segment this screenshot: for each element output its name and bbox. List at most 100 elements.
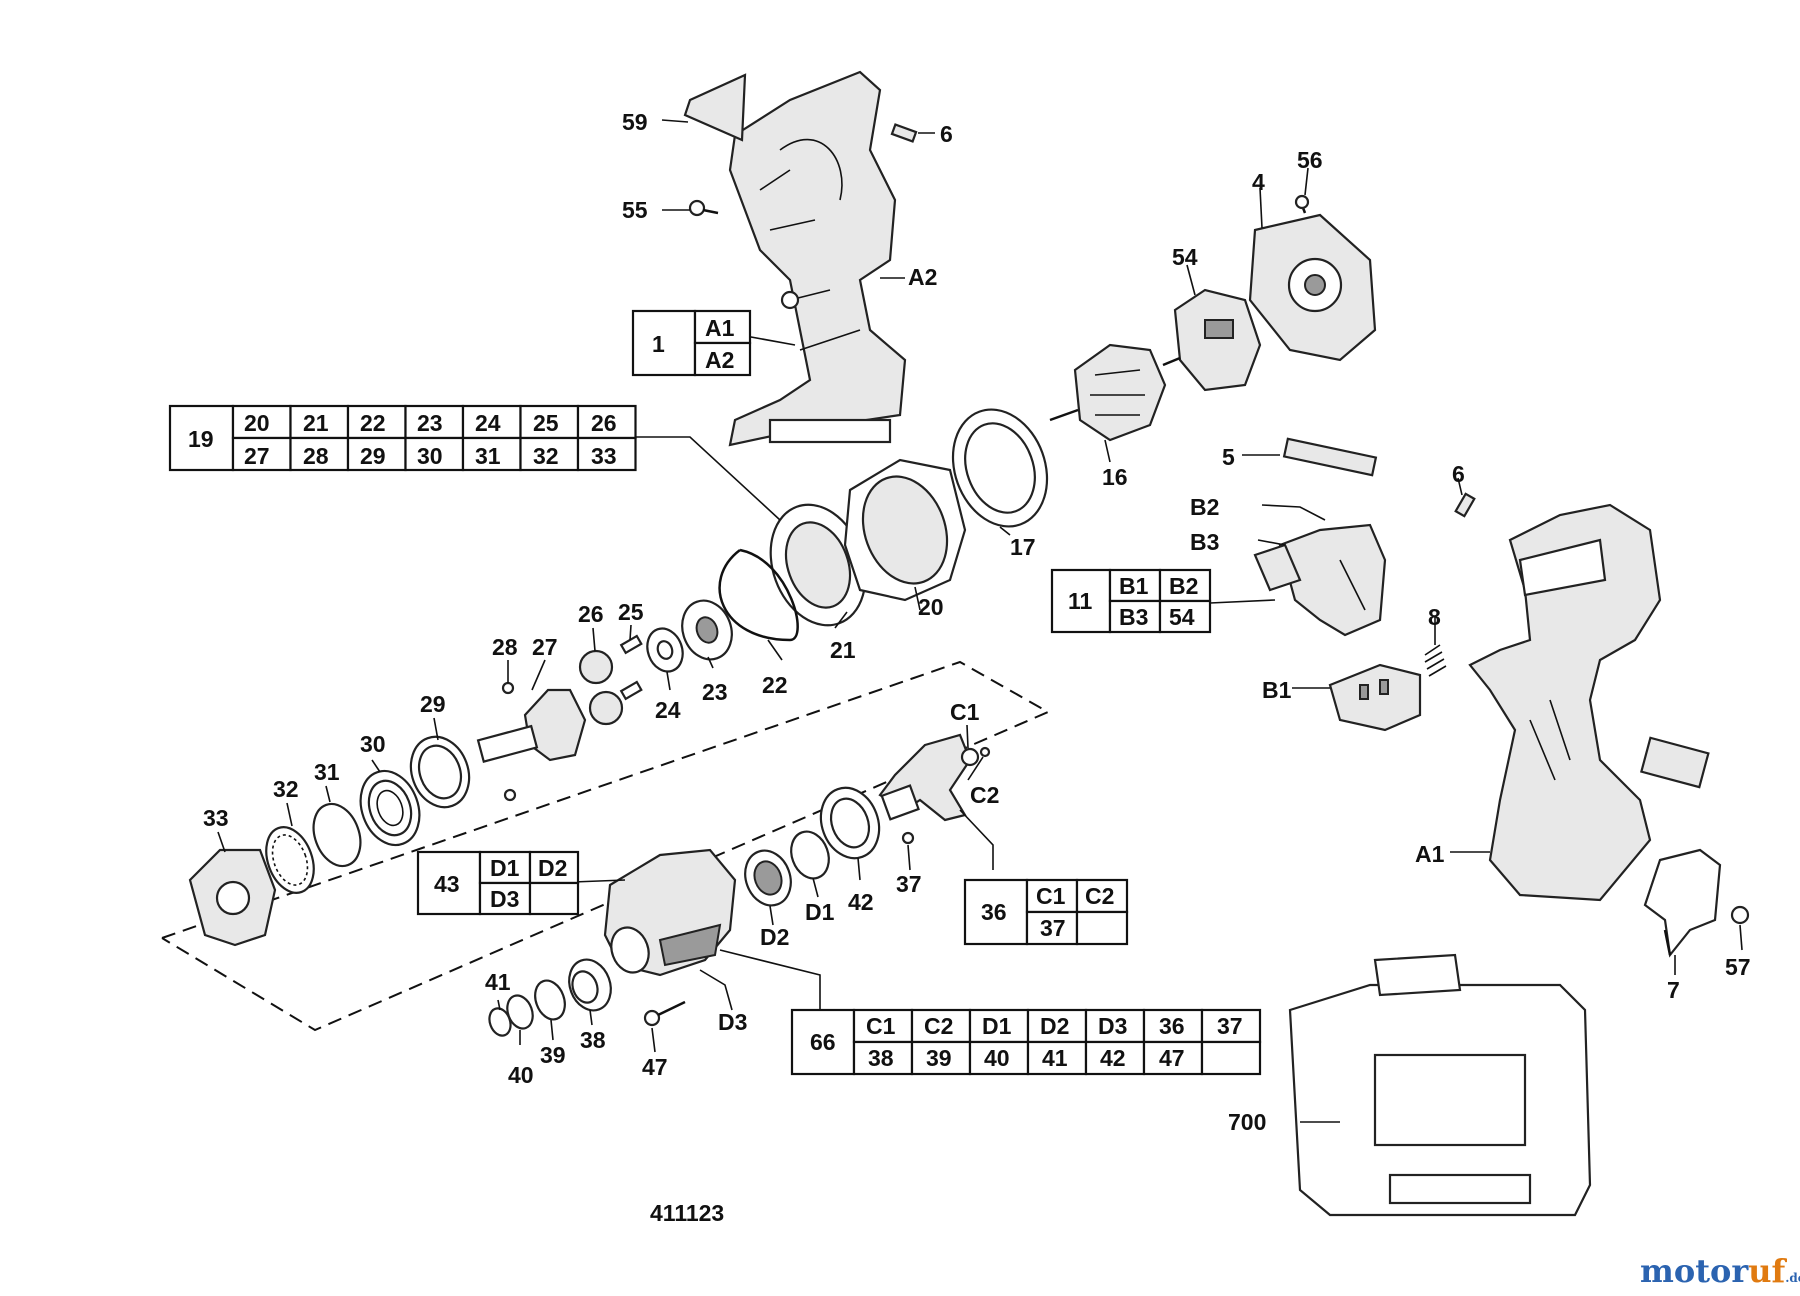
drawing-number: 411123 — [650, 1200, 725, 1226]
callout-c1: C1 — [950, 699, 980, 725]
table-66-cell: 47 — [1159, 1045, 1185, 1071]
battery-terminal-b1 — [1328, 663, 1422, 732]
table-cell-border — [519, 404, 580, 440]
callout-32: 32 — [273, 776, 299, 802]
callout-30: 30 — [360, 731, 386, 757]
table-66-cell: D2 — [1040, 1013, 1069, 1039]
table-cell-border — [289, 436, 350, 472]
callout-6-right: 6 — [1452, 461, 1465, 487]
table-cell-border — [1026, 1040, 1088, 1076]
belt-clip-7 — [1643, 848, 1722, 958]
carrier-27 — [476, 688, 587, 763]
callout-27: 27 — [532, 634, 558, 660]
callout-22: 22 — [762, 672, 788, 698]
callout-4: 4 — [1252, 169, 1265, 195]
callouts: 59 6 55 A2 4 56 54 16 17 5 6 B2 B3 8 B1 … — [203, 109, 1751, 1135]
table-1-cell: A2 — [705, 347, 734, 373]
table-19-cell: 21 — [303, 410, 329, 436]
watermark-accent: uf — [1748, 1252, 1786, 1290]
screw-56 — [1294, 194, 1310, 214]
callout-b1: B1 — [1262, 677, 1292, 703]
table-1-label: 1 — [652, 331, 665, 357]
table-cell-border — [1084, 1040, 1146, 1076]
table-19-cell: 26 — [591, 410, 617, 436]
table-43-label: 43 — [434, 871, 460, 897]
callout-47: 47 — [642, 1054, 668, 1080]
slider-5 — [1282, 437, 1378, 477]
callout-20: 20 — [918, 594, 944, 620]
pin-6-right — [1454, 492, 1476, 518]
table-36-cell: C2 — [1085, 883, 1114, 909]
table-cell-border — [346, 436, 407, 472]
gear-case-43 — [603, 848, 737, 977]
table-cell-border — [231, 436, 292, 472]
pin-6-top — [890, 123, 918, 143]
table-19-cell: 28 — [303, 443, 329, 469]
table-66-cell: C2 — [924, 1013, 953, 1039]
callout-40: 40 — [508, 1062, 534, 1088]
table-cell-border — [910, 1040, 972, 1076]
table-66-cell: D3 — [1098, 1013, 1127, 1039]
callout-26: 26 — [578, 601, 604, 627]
callout-21: 21 — [830, 637, 856, 663]
callout-29: 29 — [420, 691, 446, 717]
callout-57: 57 — [1725, 954, 1751, 980]
callout-54: 54 — [1172, 244, 1198, 270]
planet-gears-26 — [578, 649, 624, 726]
table-19-cell: 23 — [417, 410, 443, 436]
table-11-cell: B1 — [1119, 573, 1149, 599]
spring-8 — [1424, 644, 1447, 677]
table-19-cell: 24 — [475, 410, 501, 436]
table-19-cell: 31 — [475, 443, 501, 469]
stator-ring-17 — [951, 408, 1049, 528]
spring-30 — [359, 769, 421, 847]
table-66-cell: 39 — [926, 1045, 952, 1071]
callout-c2: C2 — [970, 782, 999, 808]
table-19-cell: 29 — [360, 443, 386, 469]
table-36-cell: C1 — [1036, 883, 1066, 909]
table-11-cell: B2 — [1169, 573, 1198, 599]
ball-37 — [901, 831, 915, 845]
callout-16: 16 — [1102, 464, 1128, 490]
table-66-cell: 42 — [1100, 1045, 1126, 1071]
washer-29 — [409, 735, 471, 809]
callout-37-anvil: 37 — [896, 871, 922, 897]
table-11-cell: B3 — [1119, 604, 1148, 630]
hammer-33 — [188, 848, 277, 947]
table-43-cell: D1 — [490, 855, 520, 881]
table-cell-border — [1142, 1040, 1204, 1076]
housing-half-a2 — [728, 70, 907, 447]
washer-24 — [646, 627, 684, 673]
carrying-case-700 — [1288, 953, 1592, 1217]
callout-5: 5 — [1222, 444, 1235, 470]
table-19-cell: 22 — [360, 410, 386, 436]
pcb-54 — [1173, 288, 1262, 392]
washer-42 — [819, 786, 881, 860]
watermark-logo: motoruf.de — [1640, 1252, 1800, 1290]
callout-a2: A2 — [908, 264, 937, 290]
collar-38 — [568, 958, 612, 1012]
table-36: 36 C1 C2 37 — [963, 878, 1129, 946]
ring-gear-21 — [769, 503, 867, 627]
table-cell-border — [1084, 1008, 1146, 1044]
washer-23 — [681, 599, 733, 661]
table-19-cell: 20 — [244, 410, 270, 436]
housing-half-a1 — [1468, 503, 1662, 902]
table-11: 11 B1 B2 B3 54 — [1050, 568, 1212, 634]
table-1-cell: A1 — [705, 315, 735, 341]
callout-6-top: 6 — [940, 121, 953, 147]
callout-700: 700 — [1228, 1109, 1266, 1135]
table-cell-border — [910, 1008, 972, 1044]
table-19-cell: 33 — [591, 443, 617, 469]
washer-31 — [312, 802, 362, 868]
table-43: 43 D1 D2 D3 — [416, 850, 580, 916]
table-66: 66 C1 C2 D1 D2 D3 36 37 38 39 40 41 42 4… — [790, 1008, 1262, 1076]
switch-11 — [1253, 523, 1387, 637]
table-cell-border — [968, 1008, 1030, 1044]
table-19-cell: 27 — [244, 443, 270, 469]
callout-b2: B2 — [1190, 494, 1219, 520]
screw-55 — [688, 199, 719, 217]
ring-41 — [488, 1007, 512, 1037]
spring-39 — [534, 979, 566, 1021]
